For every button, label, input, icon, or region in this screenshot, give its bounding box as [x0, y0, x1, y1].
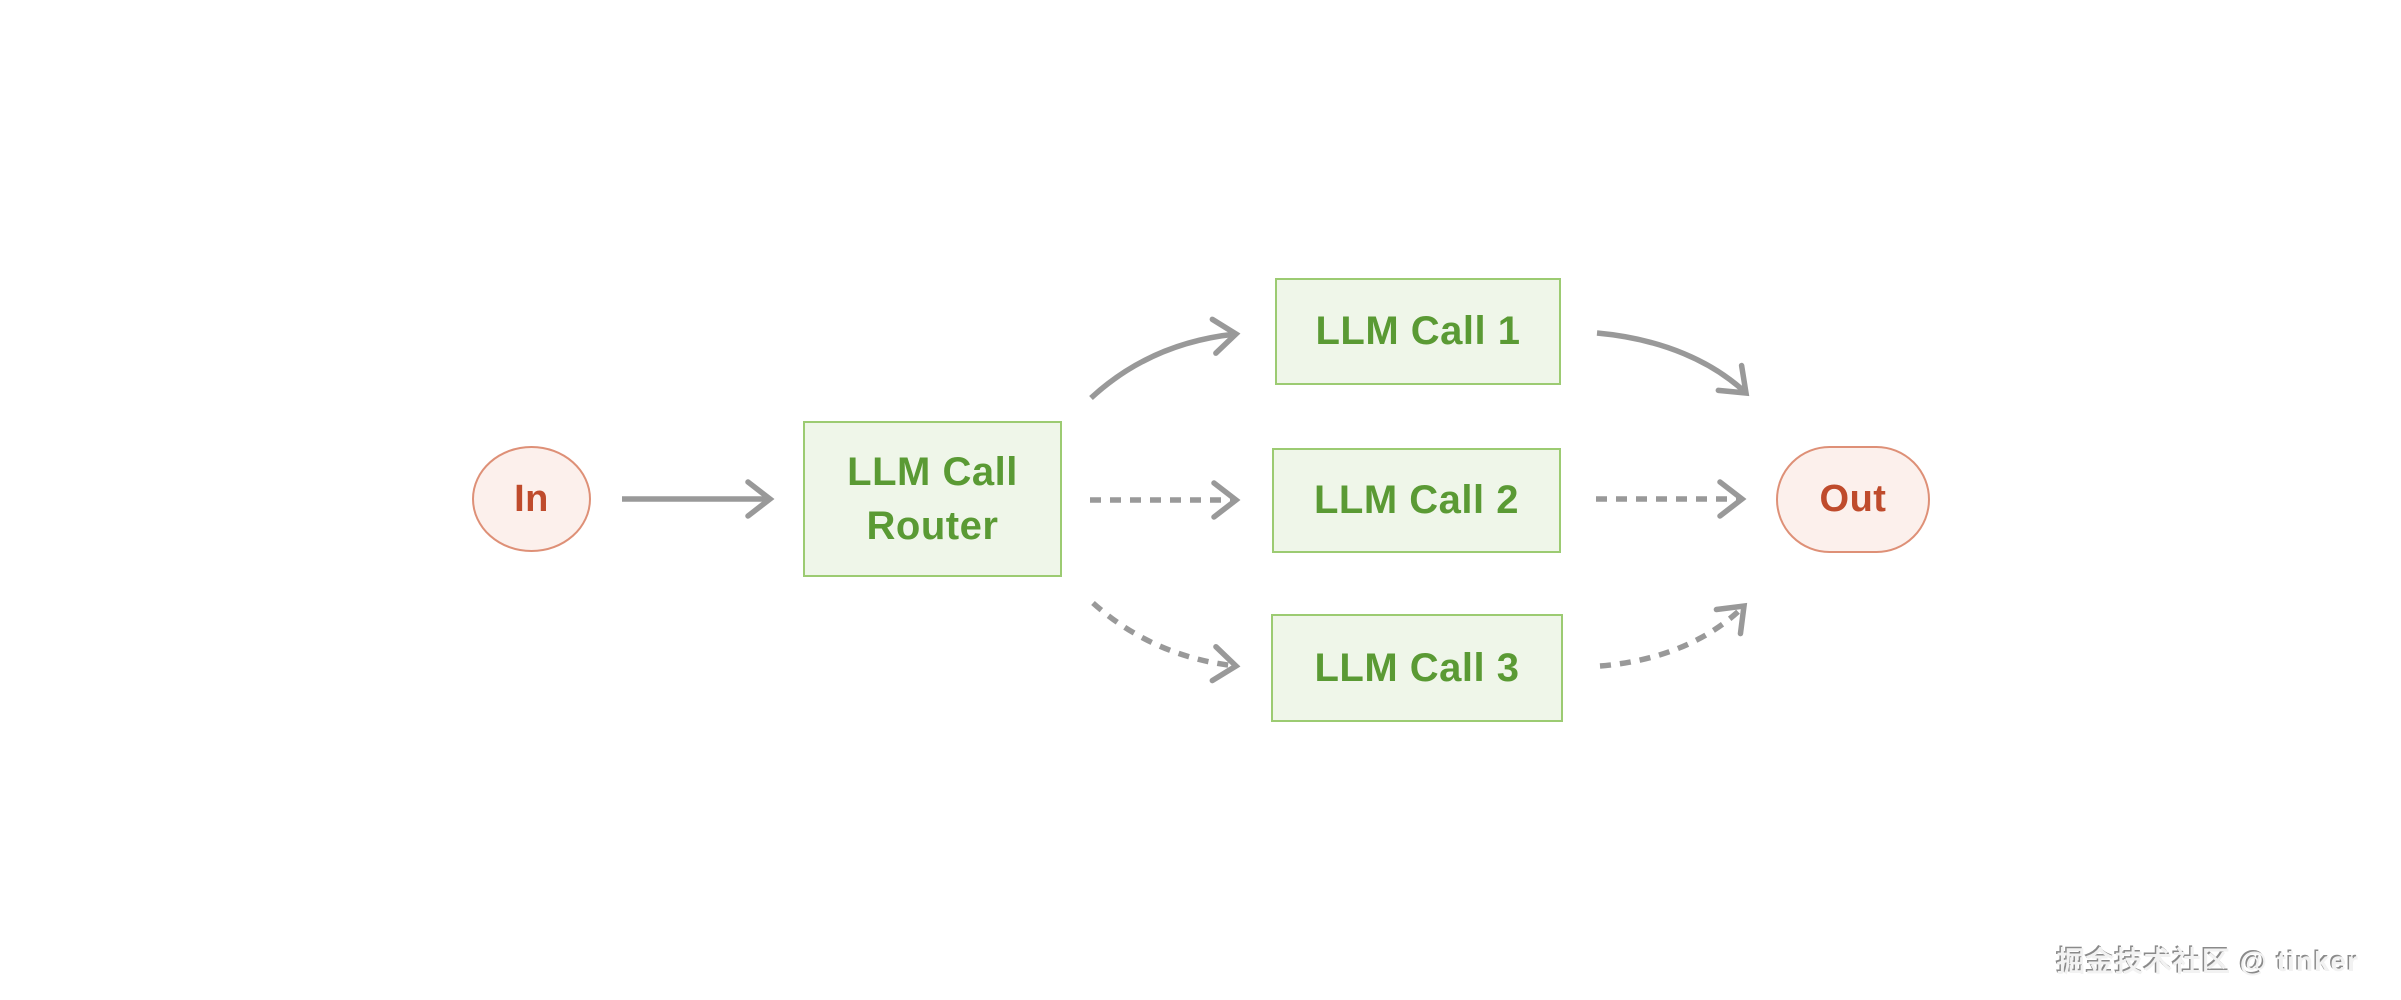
node-in: In [472, 446, 591, 552]
node-out-label: Out [1819, 478, 1887, 520]
node-llm-call-router: LLM Call Router [803, 421, 1062, 577]
node-llm-call-2: LLM Call 2 [1272, 448, 1561, 553]
node-llm-call-3: LLM Call 3 [1271, 614, 1563, 722]
edge-router-to-call3 [1091, 600, 1241, 684]
node-call3-label: LLM Call 3 [1314, 645, 1520, 690]
edge-call3-to-out [1599, 602, 1748, 669]
watermark: 掘金技术社区 @ tinker [2056, 946, 2359, 977]
node-in-label: In [514, 477, 549, 520]
node-call1-label: LLM Call 1 [1315, 309, 1521, 353]
node-llm-call-1: LLM Call 1 [1275, 278, 1561, 385]
node-out: Out [1776, 446, 1930, 553]
edge-call1-to-out [1596, 330, 1750, 397]
node-call2-label: LLM Call 2 [1313, 478, 1520, 522]
node-router-label: LLM Call Router [847, 450, 1018, 548]
edge-router-to-call1 [1089, 316, 1241, 401]
